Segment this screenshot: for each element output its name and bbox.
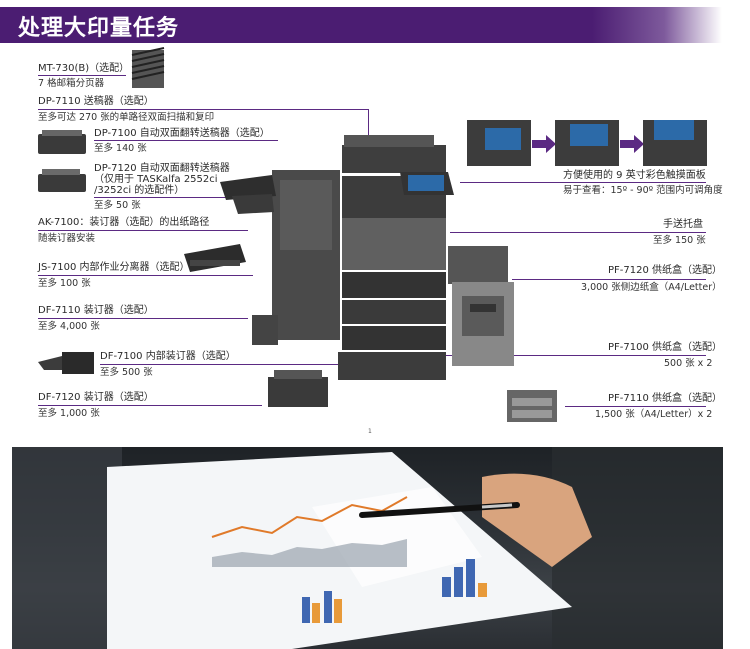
leader-line <box>368 109 369 149</box>
arrow-right-icon <box>532 135 556 153</box>
touch-panel-thumbnail-2 <box>555 120 619 166</box>
dp7100-desc: 至多 140 张 <box>94 143 147 154</box>
mt730-name: MT-730(B)（选配） <box>38 63 130 74</box>
mfp-main-image <box>220 135 514 380</box>
dp7120-image <box>38 169 86 192</box>
pf7120-name: PF-7120 供纸盒（选配） <box>608 265 723 276</box>
mailbox-sorter-image <box>131 47 165 88</box>
arrow-right-icon <box>620 135 644 153</box>
dp7120-desc: 至多 50 张 <box>94 200 141 211</box>
leader-line <box>38 275 253 276</box>
touch-panel-thumbnail-3 <box>643 120 707 166</box>
mt730-desc: 7 格邮箱分页器 <box>38 78 105 89</box>
leader-line <box>446 355 706 356</box>
leader-line <box>94 140 278 141</box>
dp7120-name-line1: DP-7120 自动双面翻转送稿器 <box>94 163 230 174</box>
pf7110-name: PF-7110 供纸盒（选配） <box>608 393 723 404</box>
df7120-desc: 至多 1,000 张 <box>38 408 100 419</box>
df7100-name: DF-7100 内部装订器（选配） <box>100 351 236 362</box>
df7100-image <box>38 352 94 374</box>
leader-line <box>100 364 338 365</box>
pf7110-image <box>507 390 557 422</box>
dp7110-desc: 至多可达 270 张的单路径双面扫描和复印 <box>38 112 215 123</box>
leader-line <box>38 75 126 76</box>
df7100-desc: 至多 500 张 <box>100 367 153 378</box>
js7100-desc: 至多 100 张 <box>38 278 91 289</box>
photo-scene <box>12 447 723 649</box>
leader-line <box>512 279 706 280</box>
dp7120-name-line2: （仅用于 TASKalfa 2552ci <box>94 174 218 185</box>
pf7100-name: PF-7100 供纸盒（选配） <box>608 342 723 353</box>
page-number: 1 <box>368 428 372 435</box>
page-title: 处理大印量任务 <box>18 16 180 41</box>
df7120-name: DF-7120 装订器（选配） <box>38 392 154 403</box>
leader-line <box>38 405 262 406</box>
dp7100-name: DP-7100 自动双面翻转送稿器（选配） <box>94 128 270 139</box>
business-photo <box>12 447 723 649</box>
dp7120-name-line3: /3252ci 的选配件） <box>94 185 185 196</box>
bypass-desc: 至多 150 张 <box>653 235 706 246</box>
df7110-name: DF-7110 装订器（选配） <box>38 305 154 316</box>
df7120-image <box>268 370 328 407</box>
touch-panel-thumbnail-1 <box>467 120 531 166</box>
ak7100-desc: 随装订器安装 <box>38 233 96 244</box>
pf7110-desc: 1,500 张（A4/Letter）x 2 <box>595 409 713 420</box>
ak7100-name: AK-7100：装订器（选配）的出纸路径 <box>38 217 210 228</box>
leader-line <box>38 230 248 231</box>
js7100-image <box>184 244 246 272</box>
leader-line <box>450 232 706 233</box>
leader-line <box>38 318 248 319</box>
pf7120-desc: 3,000 张侧边纸盒（A4/Letter） <box>581 282 722 293</box>
bypass-name: 手送托盘 <box>663 219 703 230</box>
dp7110-name: DP-7110 送稿器（选配） <box>38 96 154 107</box>
leader-line <box>94 197 244 198</box>
title-banner: 处理大印量任务 <box>0 7 722 43</box>
touch-panel-name: 方便使用的 9 英寸彩色触摸面板 <box>563 170 706 181</box>
touch-panel-desc: 易于查看：15º - 90º 范围内可调角度 <box>563 185 723 196</box>
leader-line <box>38 109 368 110</box>
leader-line <box>565 406 706 407</box>
product-illustrations <box>38 47 707 422</box>
df7110-desc: 至多 4,000 张 <box>38 321 100 332</box>
dp7100-image <box>38 130 86 154</box>
js7100-name: JS-7100 内部作业分离器（选配） <box>38 262 190 273</box>
pf7100-desc: 500 张 x 2 <box>664 358 713 369</box>
leader-line <box>460 182 706 183</box>
